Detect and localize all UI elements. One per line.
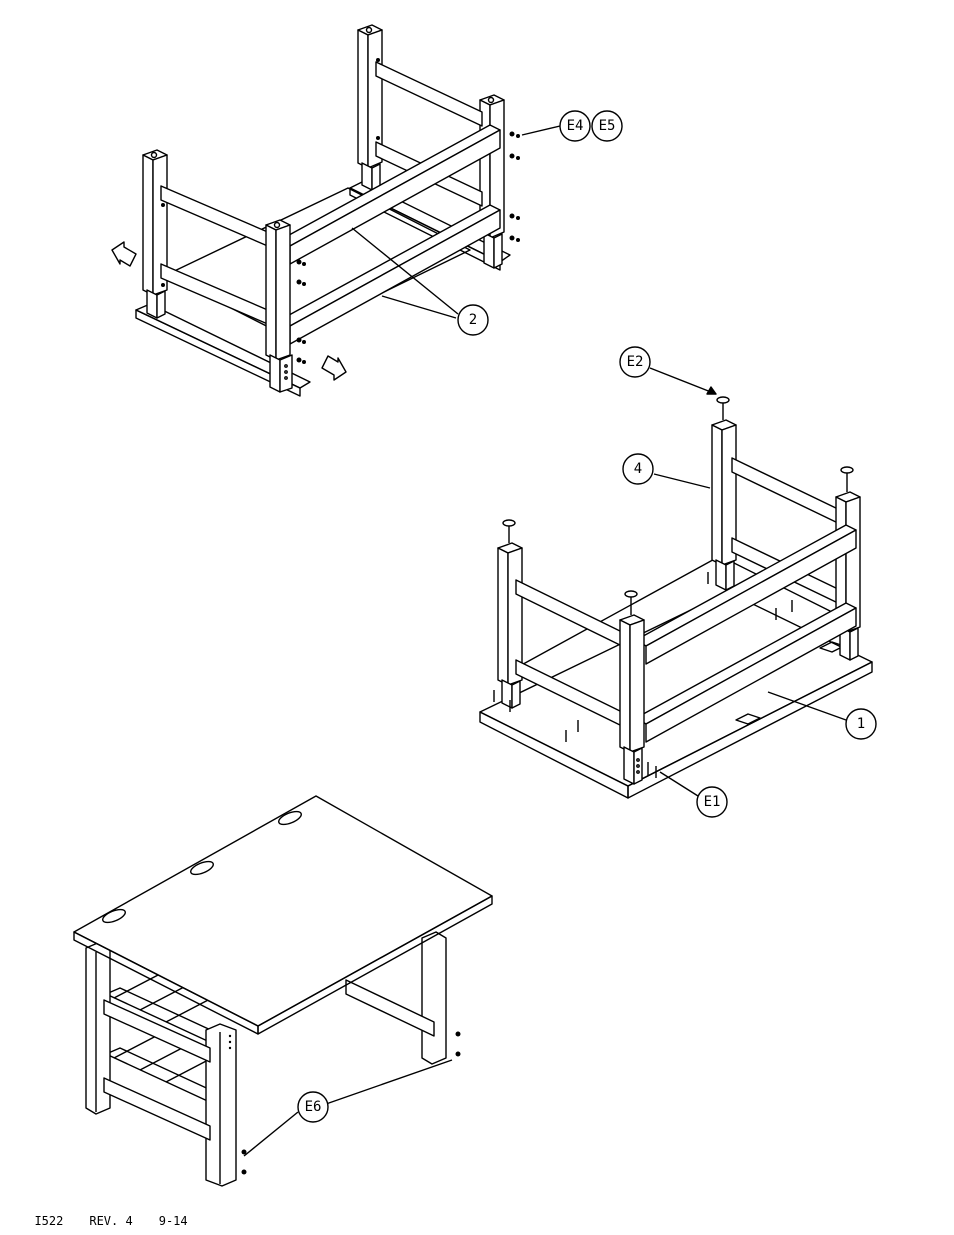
back-stretcher bbox=[346, 980, 434, 1036]
leg-back-right bbox=[422, 932, 446, 1064]
revision-date: 9-14 bbox=[159, 1214, 188, 1228]
callout-2-label: 2 bbox=[469, 312, 477, 328]
arrow-left-icon bbox=[112, 242, 136, 266]
revision: REV. 4 bbox=[89, 1214, 132, 1228]
side-upper-stretcher bbox=[104, 1000, 210, 1062]
leader-4 bbox=[654, 474, 710, 488]
inverted-assembly-view bbox=[480, 368, 872, 798]
leader-e6b bbox=[326, 1060, 452, 1104]
callout-e4-label: E4 bbox=[567, 118, 584, 134]
drawing-footer: I522 REV. 4 9-14 bbox=[20, 1200, 214, 1228]
rear-upper-stretcher bbox=[376, 62, 482, 126]
leader-e1 bbox=[660, 772, 698, 796]
leader-e2 bbox=[650, 368, 716, 394]
leg-left bbox=[498, 520, 522, 708]
callout-4-label: 4 bbox=[634, 461, 642, 477]
leg-front bbox=[620, 591, 644, 784]
leader-2b bbox=[382, 296, 456, 318]
leader-e6a bbox=[244, 1112, 298, 1156]
side-lower-stretcher bbox=[104, 1078, 210, 1140]
leg-front-left bbox=[143, 150, 167, 318]
finished-table-view bbox=[74, 796, 492, 1186]
drawing-number: I522 bbox=[34, 1214, 63, 1228]
arrowhead bbox=[707, 387, 716, 394]
callout-1-label: 1 bbox=[857, 716, 865, 732]
left-upper-stretcher bbox=[516, 580, 622, 646]
leg-rear-right bbox=[480, 95, 504, 268]
left-upper-stretcher bbox=[161, 186, 277, 250]
leg-front-right bbox=[266, 220, 292, 392]
callout-e1-label: E1 bbox=[704, 794, 721, 810]
frame-assembly-view bbox=[112, 25, 560, 396]
callout-e6-label: E6 bbox=[305, 1099, 322, 1115]
leg-rear-left bbox=[358, 25, 382, 190]
leg-rear bbox=[712, 397, 736, 590]
callout-e2-label: E2 bbox=[627, 354, 644, 370]
rear-upper-stretcher bbox=[732, 458, 840, 524]
arrow-right-icon bbox=[322, 356, 346, 380]
callout-e5-label: E5 bbox=[599, 118, 616, 134]
leader-e4 bbox=[522, 126, 560, 135]
